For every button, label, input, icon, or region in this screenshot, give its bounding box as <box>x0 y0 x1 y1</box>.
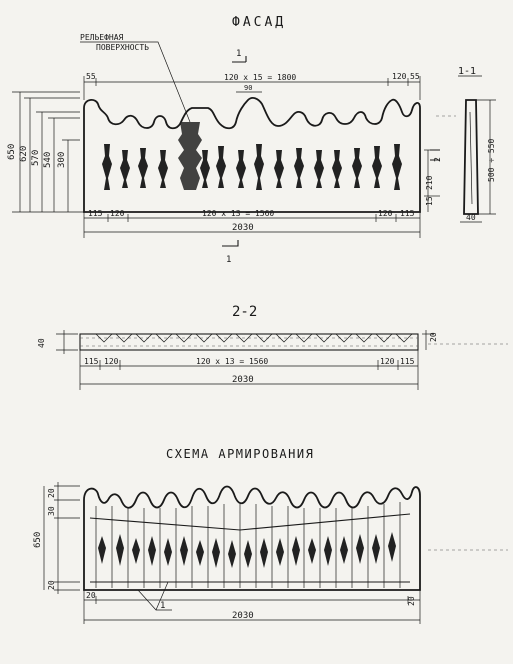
reinforcement-dimensions: 20 30 650 20 20 20 2030 <box>33 482 421 624</box>
facade-title: ФАСАД <box>232 15 286 30</box>
cut-mark-bottom: 1 <box>222 240 239 265</box>
dim-s22-120-left: 120 <box>104 357 119 366</box>
reinf-dim-right-cover: 20 <box>407 596 416 606</box>
dim-s22-thick: 40 <box>37 338 46 348</box>
dim-h210: 210 <box>425 175 434 190</box>
relief-leader-line <box>80 41 191 123</box>
dim-top-mid: 120 x 15 = 1800 <box>224 73 296 82</box>
dim-total-2030: 2030 <box>232 223 254 233</box>
dim-s22-total: 2030 <box>232 375 254 385</box>
dim-h300: 300 <box>57 152 67 168</box>
dim-bot-120-right: 120 <box>378 209 393 218</box>
dim-top-55-right: 55 <box>410 72 420 81</box>
reinf-bar-mark: 1 <box>160 601 165 611</box>
reinf-dim-total: 2030 <box>232 611 254 621</box>
section-22-plan: 40 20 115 120 120 x 13 = 1560 120 115 20… <box>37 330 438 390</box>
facade-top-dimension: 55 120 x 15 = 1800 120 55 90 <box>83 72 421 100</box>
facade-bottom-dimension: 115 120 120 x 13 = 1560 120 115 2030 <box>83 209 421 238</box>
relief-surface-label-1: РЕЛЬЕФНАЯ <box>80 33 124 42</box>
reinf-dim-top-a: 20 <box>47 488 56 498</box>
facade-balusters <box>102 122 402 190</box>
section-1-1: 1-1 500 ÷ 550 40 <box>458 66 496 223</box>
reinforcement-title: СХЕМА АРМИРОВАНИЯ <box>166 447 314 461</box>
dim-h15: 15 <box>425 196 434 206</box>
dim-s22-120-right: 120 <box>380 357 395 366</box>
dim-h540: 540 <box>43 152 53 168</box>
dim-bot-120-left: 120 <box>110 209 125 218</box>
dim-top-55-left: 55 <box>86 72 96 81</box>
reinf-dim-height: 650 <box>33 532 43 548</box>
relief-surface-label-2: ПОВЕРХНОСТЬ <box>96 43 149 52</box>
facade-panel-outline <box>83 97 421 213</box>
dim-h650: 650 <box>7 144 17 160</box>
facade-right-dimensions: 210 15 2 <box>424 149 442 212</box>
dim-bot-mid: 120 x 13 = 1560 <box>202 209 274 218</box>
dim-s22-115-right: 115 <box>400 357 415 366</box>
facade-height-dimensions: 650 620 570 540 300 <box>7 91 84 213</box>
dim-bot-115-left: 115 <box>88 209 103 218</box>
svg-text:1: 1 <box>226 255 231 265</box>
cut-mark-top: 1 <box>232 49 247 63</box>
reinf-dim-top-b: 30 <box>47 506 56 516</box>
dim-s22-right: 20 <box>429 332 438 342</box>
reinforcement-panel: 1 <box>83 485 421 611</box>
dim-s22-115-left: 115 <box>84 357 99 366</box>
reinf-dim-bottom: 20 <box>47 580 56 590</box>
section-11-title: 1-1 <box>458 66 476 77</box>
section-22-title: 2-2 <box>232 304 257 320</box>
dim-crest-90: 90 <box>244 84 252 92</box>
svg-text:1: 1 <box>236 49 241 59</box>
dim-h620: 620 <box>19 146 29 162</box>
reinf-dim-left-cover: 20 <box>86 591 96 600</box>
dim-top-120-right: 120 <box>392 72 407 81</box>
dim-h570: 570 <box>31 150 41 166</box>
dim-bot-115-right: 115 <box>400 209 415 218</box>
dim-s22-mid: 120 x 13 = 1560 <box>196 357 268 366</box>
dim-s11-height: 500 ÷ 550 <box>487 138 496 182</box>
dim-s11-width: 40 <box>466 213 476 222</box>
